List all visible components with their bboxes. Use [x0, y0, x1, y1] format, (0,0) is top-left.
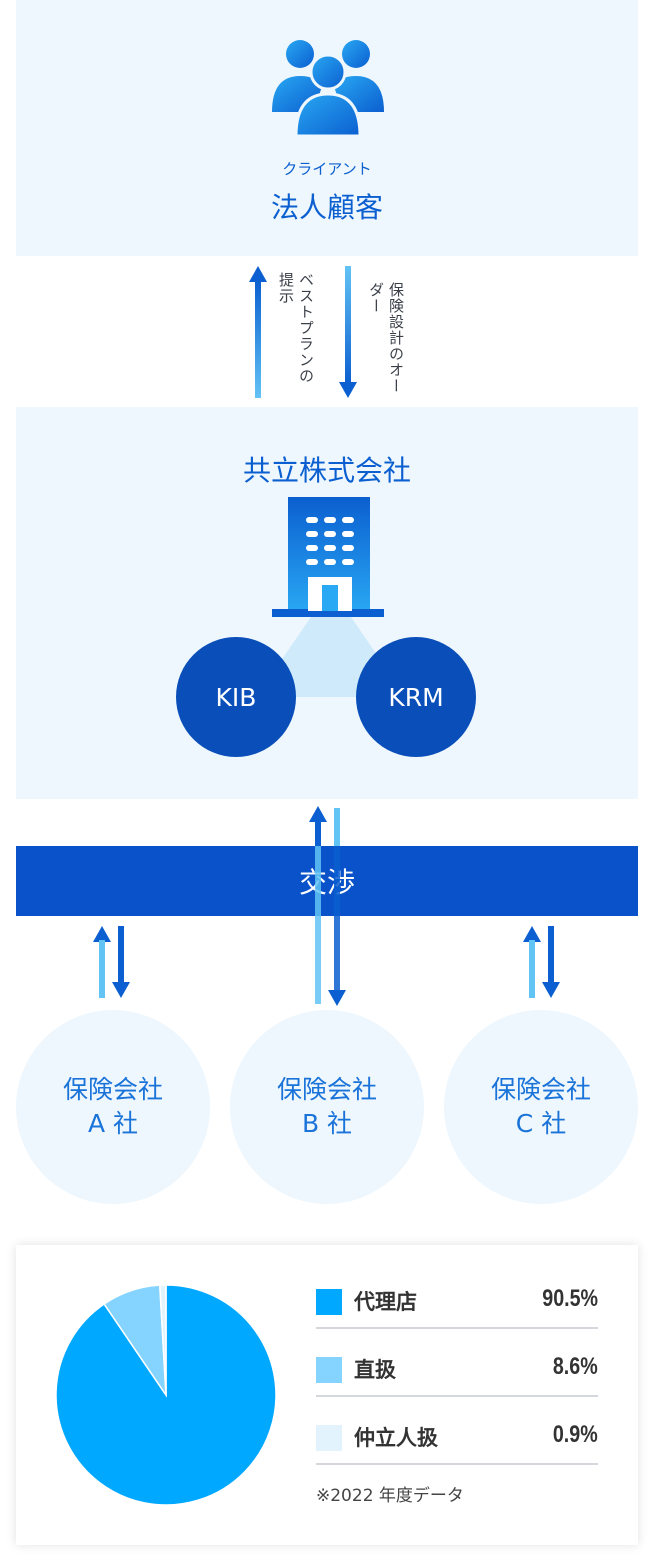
chart-card: 代理店 90.5% 直扱 8.6% 仲立人扱 0.9% ※2022 年度データ: [16, 1245, 638, 1545]
insurer-b-line1: 保険会社: [276, 1075, 377, 1104]
center-vertical-arrows: [315, 846, 346, 1006]
legend-swatch-agency: [316, 1289, 342, 1315]
people-icon: [272, 40, 384, 138]
kib-label: KIB: [215, 682, 257, 712]
krm-circle: KRM: [356, 637, 476, 757]
up-arrow-left: [249, 266, 267, 398]
legend-row-broker: 仲立人扱 0.9%: [316, 1421, 598, 1465]
chart-note: ※2022 年度データ: [316, 1486, 464, 1506]
legend-swatch-direct: [316, 1357, 342, 1383]
insurer-a-circle: 保険会社 A 社: [16, 1010, 210, 1204]
company-panel: 共立株式会社 KIB KRM: [16, 407, 638, 799]
insurer-c-circle: 保険会社 C 社: [444, 1010, 638, 1204]
legend-label-broker: 仲立人扱: [354, 1426, 438, 1450]
pie-chart: [55, 1284, 277, 1506]
client-ruby: クライアント: [282, 160, 372, 178]
insurer-c-line2: C 社: [515, 1109, 567, 1138]
best-plan-label: ベストプランの提示: [277, 272, 315, 384]
insurer-c-arrows: [523, 926, 560, 998]
legend-label-agency: 代理店: [354, 1290, 417, 1314]
client-title: 法人顧客: [270, 191, 383, 224]
client-panel: クライアント 法人顧客: [16, 0, 638, 256]
negotiation-label: 交渉: [298, 866, 355, 899]
building-icon: [272, 497, 384, 617]
legend-row-agency: 代理店 90.5%: [316, 1285, 598, 1329]
pie-slice-broker: [158, 1284, 167, 1396]
legend-label-direct: 直扱: [354, 1358, 396, 1382]
insurer-a-line1: 保険会社: [62, 1075, 163, 1104]
insurer-c-line1: 保険会社: [490, 1075, 591, 1104]
negotiation-bar: 交渉: [16, 846, 638, 916]
down-arrow-right: [339, 266, 357, 398]
legend-value-broker: 0.9%: [553, 1421, 598, 1448]
company-negotiation-arrows: [309, 806, 340, 846]
insurer-b-circle: 保険会社 B 社: [230, 1010, 424, 1204]
insurer-a-arrows: [93, 926, 130, 998]
insurer-a-line2: A 社: [87, 1109, 139, 1138]
order-label: 保険設計のオーダー: [367, 282, 405, 394]
company-name: 共立株式会社: [242, 454, 411, 487]
insurer-b-line2: B 社: [301, 1109, 353, 1138]
kib-circle: KIB: [176, 637, 296, 757]
legend-swatch-broker: [316, 1425, 342, 1451]
legend-row-direct: 直扱 8.6%: [316, 1353, 598, 1397]
krm-label: KRM: [388, 682, 444, 712]
legend-value-agency: 90.5%: [542, 1285, 598, 1312]
legend-value-direct: 8.6%: [553, 1353, 598, 1380]
